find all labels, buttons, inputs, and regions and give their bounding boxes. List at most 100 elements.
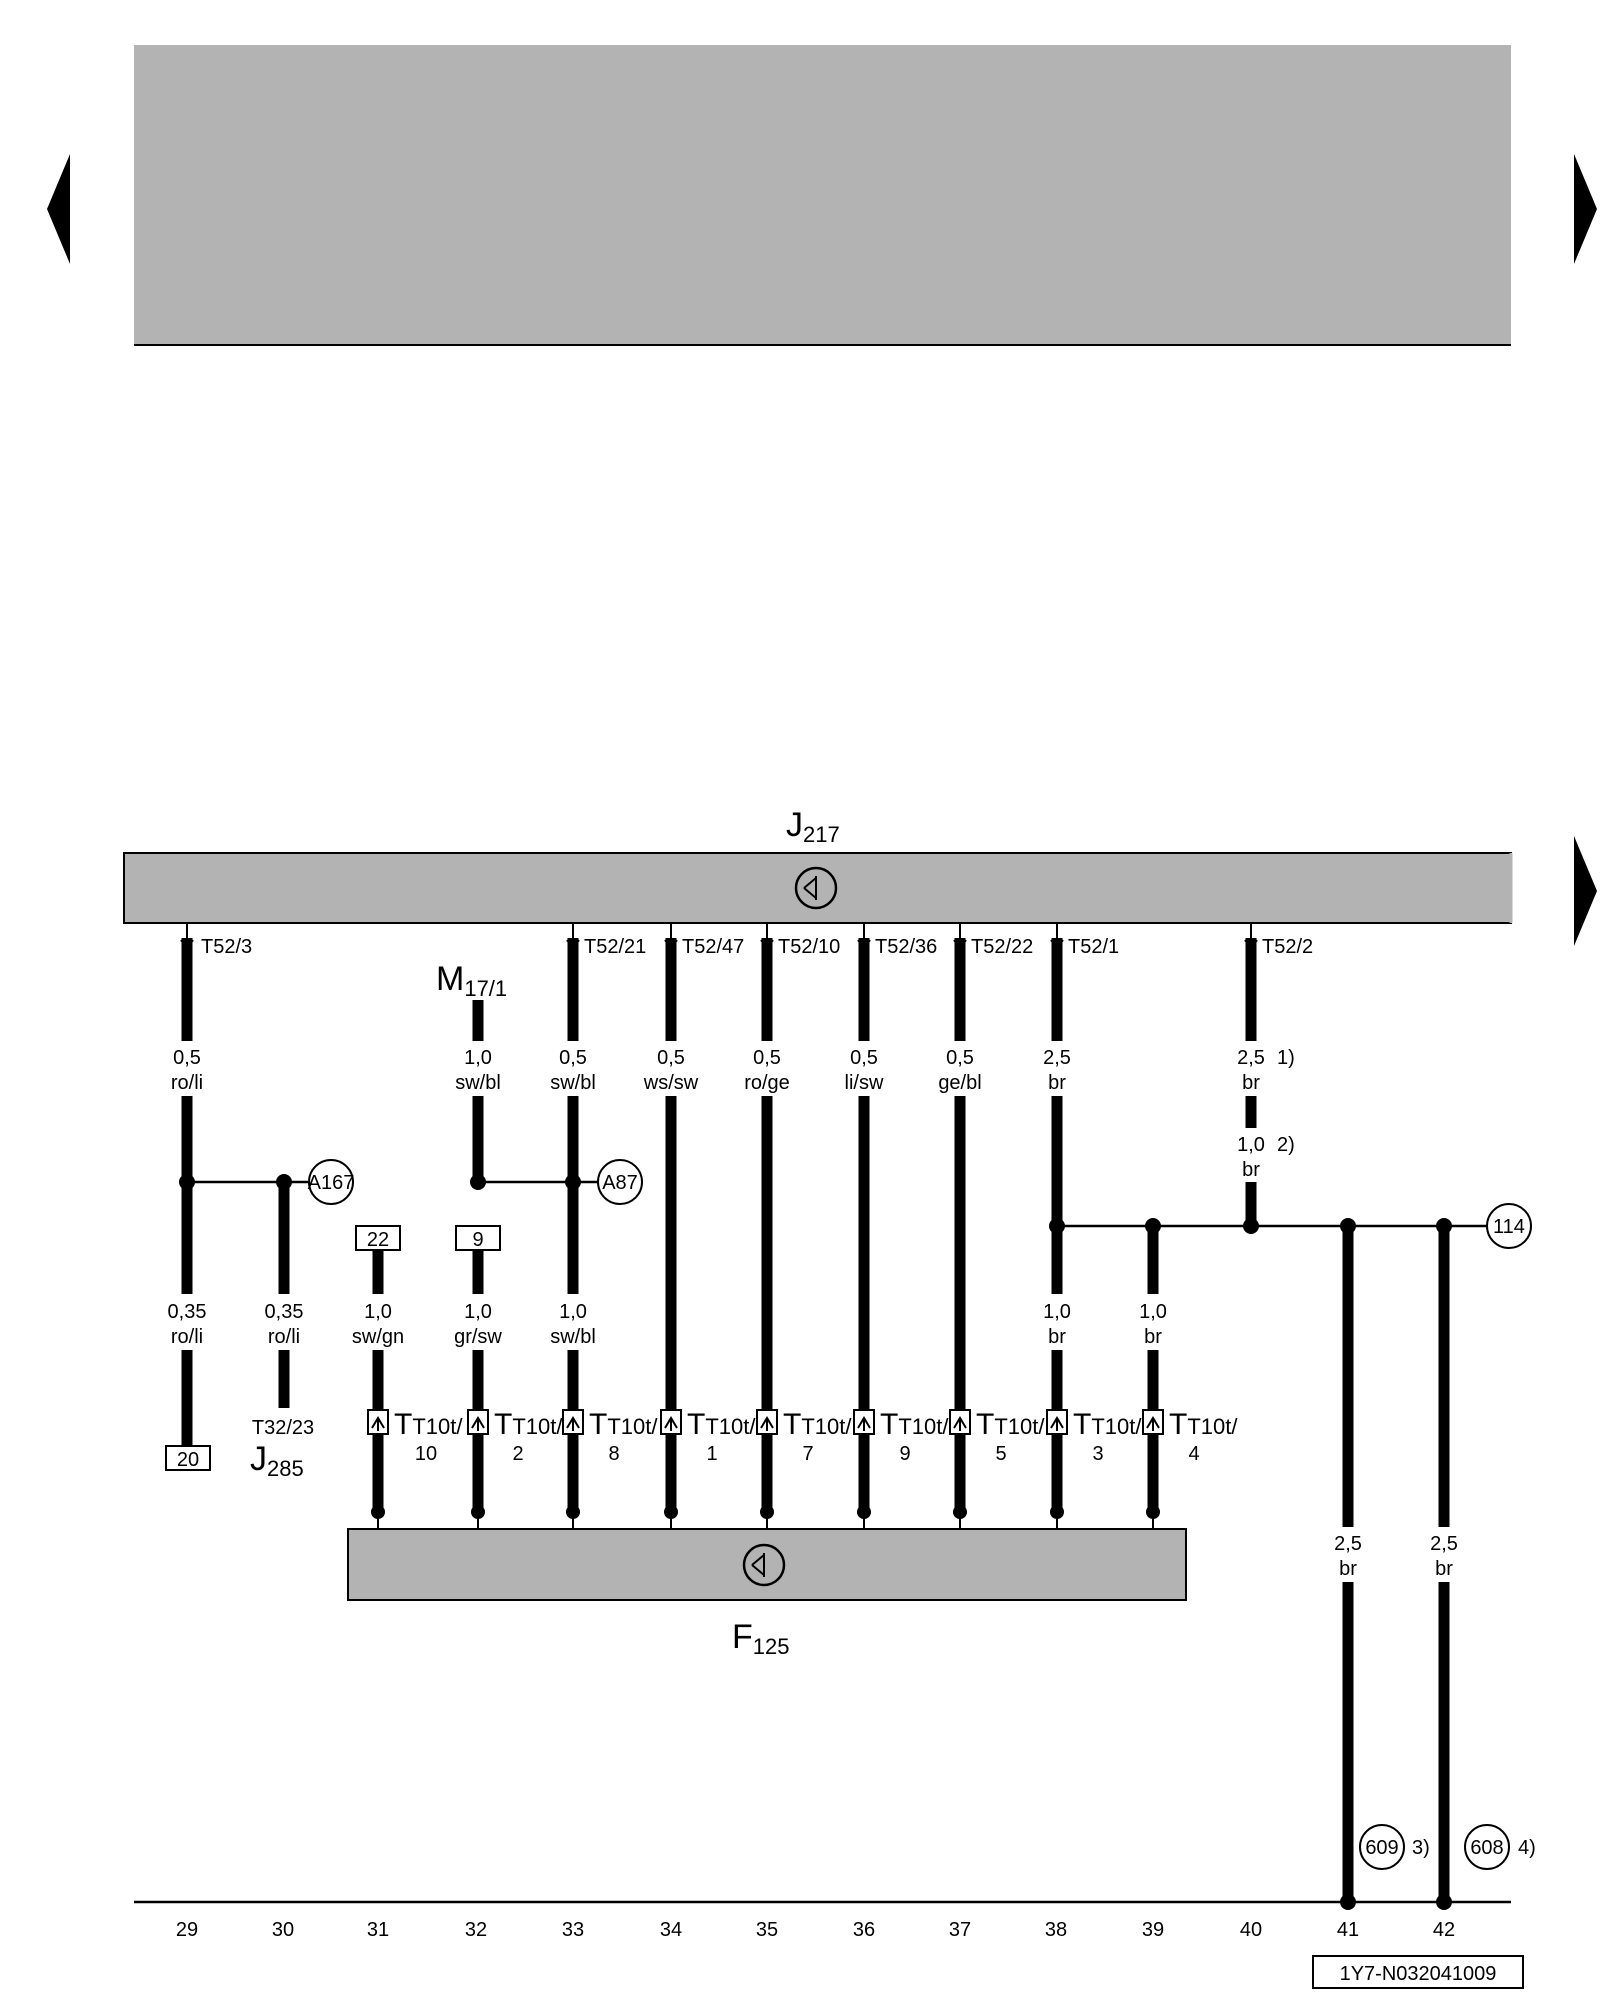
wire-label-color: sw/bl (550, 1326, 596, 1348)
track-number: 30 (272, 1919, 294, 1941)
wire-label-color: li/sw (845, 1072, 884, 1094)
track-number: 33 (562, 1919, 584, 1941)
track-number: 37 (949, 1919, 971, 1941)
wire-labels: 0,5 ro/li 1,0 sw/bl 0,5 sw/bl 0,5 ws/sw … (168, 1047, 1458, 1580)
connectors: TT10t/ 10 TT10t/ 2 TT10t/ 8 TT10t/ 1 (367, 1408, 1238, 1465)
connector-t10t-2: TT10t/ 2 (467, 1408, 563, 1465)
track-number: 40 (1240, 1919, 1262, 1941)
circle-ref-a167[interactable]: A167 (308, 1159, 355, 1205)
m17-1-label: M17/1 (436, 960, 507, 1001)
box-ref-label: 9 (472, 1229, 483, 1251)
track-number: 32 (465, 1919, 487, 1941)
svg-text:TT10t/: TT10t/ (589, 1408, 658, 1441)
wire-label-color: sw/bl (455, 1072, 501, 1094)
pin-label-t52-22: T52/22 (971, 936, 1033, 958)
wire-label-color: ro/ge (744, 1072, 790, 1094)
circle-ref-label: A167 (308, 1172, 355, 1194)
wire-label-color: gr/sw (454, 1326, 502, 1348)
next-section-arrow-icon[interactable] (1574, 836, 1597, 946)
box-ref-label: 20 (177, 1449, 199, 1471)
j217-label: J217 (786, 806, 840, 847)
wire-label-size: 1,0 (1043, 1301, 1071, 1323)
svg-text:TT10t/: TT10t/ (687, 1408, 756, 1441)
wire-label-size: 2,5 (1043, 1047, 1071, 1069)
svg-text:2: 2 (512, 1443, 523, 1465)
wire-label-size: 0,5 (657, 1047, 685, 1069)
f125-contact-stubs (377, 1512, 1154, 1529)
wire-label-color: ws/sw (643, 1072, 699, 1094)
wire-label-size: 1,0 (464, 1301, 492, 1323)
circle-ref-609[interactable]: 609 (1359, 1824, 1405, 1870)
box-ref-22[interactable]: 22 (355, 1225, 401, 1251)
box-ref-20[interactable]: 20 (165, 1445, 211, 1471)
circle-ref-label: 609 (1365, 1837, 1398, 1859)
wire-label-size: 1,0 (464, 1047, 492, 1069)
bus-lines (134, 1180, 1511, 1904)
prev-page-arrow-icon[interactable] (47, 154, 70, 264)
wire-label-size: 0,5 (850, 1047, 878, 1069)
svg-text:3: 3 (1092, 1443, 1103, 1465)
svg-text:9: 9 (899, 1443, 910, 1465)
f125-label: F125 (732, 1618, 790, 1659)
j285-pin-label: T32/23 (252, 1417, 314, 1439)
svg-text:7: 7 (802, 1443, 813, 1465)
j217-unit (123, 852, 1512, 924)
connector-t10t-1: TT10t/ 1 (660, 1408, 756, 1465)
track-number: 29 (176, 1919, 198, 1941)
j285-label: J285 (250, 1440, 304, 1481)
header-panel (134, 45, 1511, 345)
j217-symbol-icon (794, 866, 838, 910)
track-number: 38 (1045, 1919, 1067, 1941)
track-number: 36 (853, 1919, 875, 1941)
connector-t10t-9: TT10t/ 9 (853, 1408, 949, 1465)
circle-ref-a87[interactable]: A87 (597, 1159, 643, 1205)
wire-label-size: 0,5 (946, 1047, 974, 1069)
wire-label-color: ro/li (171, 1072, 203, 1094)
svg-text:TT10t/: TT10t/ (783, 1408, 852, 1441)
svg-text:TT10t/: TT10t/ (394, 1408, 463, 1441)
wire-label-size: 2,5 (1430, 1533, 1458, 1555)
svg-text:TT10t/: TT10t/ (880, 1408, 949, 1441)
wire-label-size: 0,35 (168, 1301, 207, 1323)
wire-label-size: 0,5 (173, 1047, 201, 1069)
svg-text:1: 1 (706, 1443, 717, 1465)
circle-ref-608[interactable]: 608 (1464, 1824, 1510, 1870)
circle-ref-label: A87 (602, 1172, 638, 1194)
box-ref-9[interactable]: 9 (455, 1225, 501, 1251)
wire-note: 2) (1277, 1134, 1295, 1156)
pin-label-t52-3: T52/3 (201, 936, 252, 958)
track-number: 41 (1337, 1919, 1359, 1941)
pin-label-t52-47: T52/47 (682, 936, 744, 958)
wire-label-color: br (1048, 1326, 1066, 1348)
pin-label-t52-21: T52/21 (584, 936, 646, 958)
svg-text:8: 8 (608, 1443, 619, 1465)
box-ref-label: 22 (367, 1229, 389, 1251)
wire-label-color: br (1339, 1558, 1357, 1580)
pin-label-t52-1: T52/1 (1068, 936, 1119, 958)
circle-ref-label: 114 (1493, 1216, 1525, 1238)
wire-label-color: br (1242, 1159, 1260, 1181)
wire-label-size: 2,5 (1334, 1533, 1362, 1555)
circle-ref-114[interactable]: 114 (1486, 1203, 1532, 1249)
wire-label-size: 1,0 (1237, 1134, 1265, 1156)
svg-text:TT10t/: TT10t/ (1169, 1408, 1238, 1441)
wire-label-color: sw/gn (352, 1326, 404, 1348)
svg-text:TT10t/: TT10t/ (976, 1408, 1045, 1441)
svg-text:TT10t/: TT10t/ (494, 1408, 563, 1441)
wire-label-color: br (1435, 1558, 1453, 1580)
circle-ref-label: 608 (1470, 1837, 1503, 1859)
wire-label-color: ro/li (268, 1326, 300, 1348)
connector-t10t-5: TT10t/ 5 (949, 1408, 1045, 1465)
wire-label-color: br (1242, 1072, 1260, 1094)
track-number: 42 (1433, 1919, 1455, 1941)
pin-label-t52-10: T52/10 (778, 936, 840, 958)
wire-label-size: 0,5 (753, 1047, 781, 1069)
wire-label-color: sw/bl (550, 1072, 596, 1094)
circle-ref-note: 4) (1518, 1837, 1536, 1859)
wire-label-color: br (1048, 1072, 1066, 1094)
wire-label-size: 1,0 (1139, 1301, 1167, 1323)
next-page-arrow-icon[interactable] (1574, 154, 1597, 264)
connector-t10t-4: TT10t/ 4 (1142, 1408, 1238, 1465)
